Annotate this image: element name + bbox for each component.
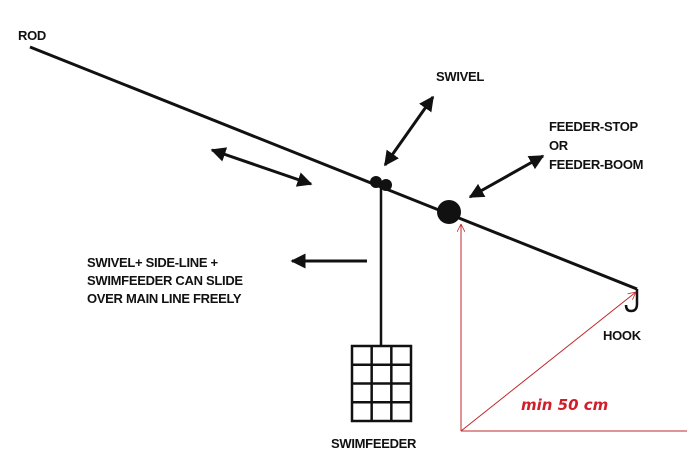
feeder-stop-label-line-3: FEEDER-BOOM [549,157,643,172]
hook-icon [624,289,639,313]
swimfeeder-label: SWIMFEEDER [331,436,417,451]
slide-double-arrow [210,147,313,187]
measure-diagonal [460,292,636,432]
swivel-bead-1 [370,176,382,188]
main-line [29,45,638,291]
feeder-stop-bead [437,200,461,224]
slide-note-line-1: SWIVEL+ SIDE-LINE + [87,255,219,270]
swivel-bead-2 [380,179,392,191]
feeder-stop-label-line-1: FEEDER-STOP [549,119,639,134]
swivel-pointer-arrow [383,95,435,167]
min-distance-measure [460,224,687,432]
feeder-stop-label-line-2: OR [549,138,569,153]
swimfeeder-icon [350,344,413,423]
hook-label: HOOK [603,328,642,343]
rod-label: ROD [18,28,46,43]
swivel-label: SWIVEL [436,69,484,84]
min-distance-label: min 50 cm [521,396,608,414]
slide-note-line-3: OVER MAIN LINE FREELY [87,291,242,306]
feeder-stop-pointer-arrow [468,154,545,199]
slide-note-line-2: SWIMFEEDER CAN SLIDE [87,273,243,288]
